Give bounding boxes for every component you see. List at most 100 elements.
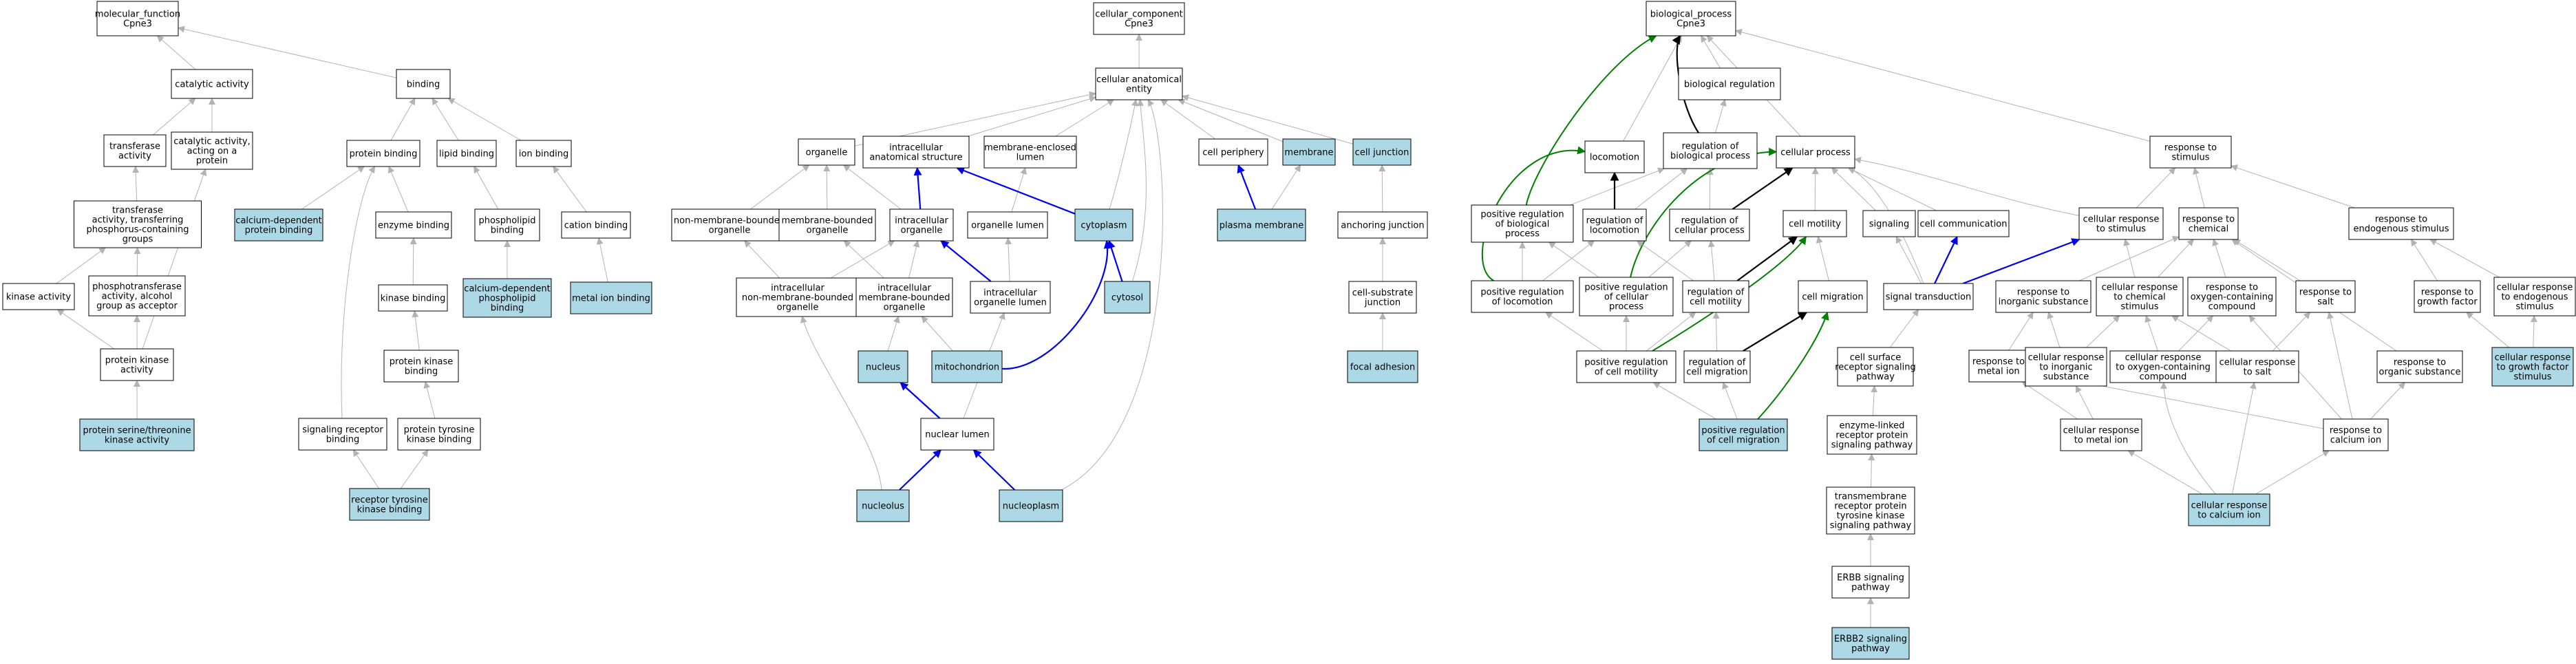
go-term-node-organelle[interactable]: organelle xyxy=(798,138,855,166)
go-term-node-nucleoplasm[interactable]: nucleoplasm xyxy=(999,489,1063,522)
go-term-node-cytoplasm[interactable]: cytoplasm xyxy=(1074,208,1133,242)
go-term-node-cell-migration[interactable]: cell migration xyxy=(1798,280,1868,313)
go-term-node-focal-adhesion[interactable]: focal adhesion xyxy=(1347,350,1418,383)
go-term-node-ion-binding[interactable]: ion binding xyxy=(515,140,572,167)
go-term-node-cytosol[interactable]: cytosol xyxy=(1104,281,1151,314)
node-label-line: receptor signaling xyxy=(1835,363,1916,373)
go-term-node-cell-periphery[interactable]: cell periphery xyxy=(1198,138,1268,166)
go-term-node-nucleus[interactable]: nucleus xyxy=(858,350,908,383)
go-term-node-locomotion[interactable]: locomotion xyxy=(1584,140,1645,173)
go-term-node-plasma-membrane[interactable]: plasma membrane xyxy=(1217,208,1306,242)
go-term-node-signaling[interactable]: signaling xyxy=(1862,210,1916,237)
go-term-node-kinase-binding[interactable]: kinase binding xyxy=(378,284,448,312)
go-term-node-metal-ion-binding[interactable]: metal ion binding xyxy=(570,281,652,314)
go-term-node-signal-transduction[interactable]: signal transduction xyxy=(1883,283,1974,310)
edge-part-of-nuclear-lumen-to-nucleus xyxy=(900,382,941,419)
go-term-node-lipid-binding[interactable]: lipid binding xyxy=(436,140,497,167)
go-term-node-cell-process[interactable]: cellular process xyxy=(1776,136,1855,169)
go-term-node-cell-motility[interactable]: cell motility xyxy=(1782,210,1847,237)
go-term-node-mitochondrion[interactable]: mitochondrion xyxy=(931,350,1003,383)
node-label-line: groups xyxy=(123,235,153,245)
go-term-node-inmbo[interactable]: intracellularnon-membrane-boundedorganel… xyxy=(736,277,860,317)
go-term-node-bio-reg[interactable]: biological regulation xyxy=(1678,67,1781,100)
node-label-line: intracellular xyxy=(983,288,1037,299)
go-term-node-enzyme-binding[interactable]: enzyme binding xyxy=(375,211,452,239)
go-term-node-anchoring-junction[interactable]: anchoring junction xyxy=(1337,211,1428,239)
go-term-node-protein-binding[interactable]: protein binding xyxy=(346,140,421,167)
go-term-node-binding[interactable]: binding xyxy=(396,69,451,99)
edge-is-a-cell-resp-metal-to-resp-metal xyxy=(2021,381,2078,420)
go-term-node-organelle-lumen[interactable]: organelle lumen xyxy=(967,211,1048,239)
node-box xyxy=(1074,208,1133,242)
go-term-node-catalytic[interactable]: catalytic activity xyxy=(171,69,253,99)
go-term-node-nuclear-lumen[interactable]: nuclear lumen xyxy=(920,418,994,451)
go-term-node-kinase-activity[interactable]: kinase activity xyxy=(2,283,75,310)
go-term-node-cation-binding[interactable]: cation binding xyxy=(561,211,631,239)
go-term-node-nucleolus[interactable]: nucleolus xyxy=(856,489,910,522)
go-term-node-membrane[interactable]: membrane xyxy=(1282,138,1336,166)
go-term-node-cell-comm[interactable]: cell communication xyxy=(1917,210,2010,237)
node-label-line: response to xyxy=(2394,358,2446,368)
go-term-node-cell-junction[interactable]: cell junction xyxy=(1352,138,1412,166)
